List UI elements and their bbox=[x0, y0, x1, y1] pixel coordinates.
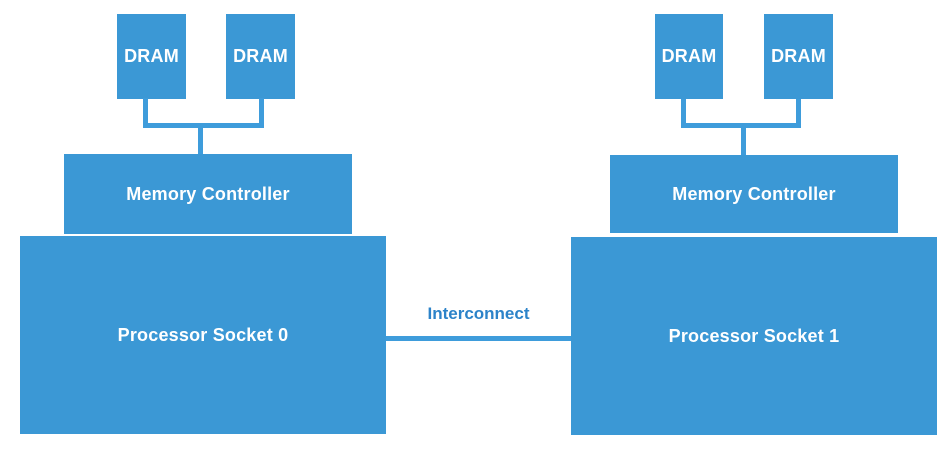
connector-right-bus-to-controller bbox=[741, 126, 746, 156]
connector-left-bus-horizontal bbox=[143, 123, 264, 128]
interconnect-link-line bbox=[386, 336, 571, 341]
processor-socket-1-node: Processor Socket 1 bbox=[571, 237, 937, 435]
dram-node-left-1: DRAM bbox=[117, 14, 186, 99]
dram-node-right-2: DRAM bbox=[764, 14, 833, 99]
connector-right-dram1-drop bbox=[681, 99, 686, 128]
connector-right-bus-horizontal bbox=[681, 123, 801, 128]
connector-left-bus-to-controller bbox=[198, 126, 203, 155]
connector-left-dram2-drop bbox=[259, 98, 264, 128]
connector-left-dram1-drop bbox=[143, 98, 148, 128]
dram-node-right-1: DRAM bbox=[655, 14, 723, 99]
processor-socket-0-node: Processor Socket 0 bbox=[20, 236, 386, 434]
dram-node-left-2: DRAM bbox=[226, 14, 295, 99]
memory-controller-node-right: Memory Controller bbox=[610, 155, 898, 233]
interconnect-label: Interconnect bbox=[427, 304, 530, 323]
memory-controller-node-left: Memory Controller bbox=[64, 154, 352, 234]
connector-right-dram2-drop bbox=[796, 99, 801, 128]
